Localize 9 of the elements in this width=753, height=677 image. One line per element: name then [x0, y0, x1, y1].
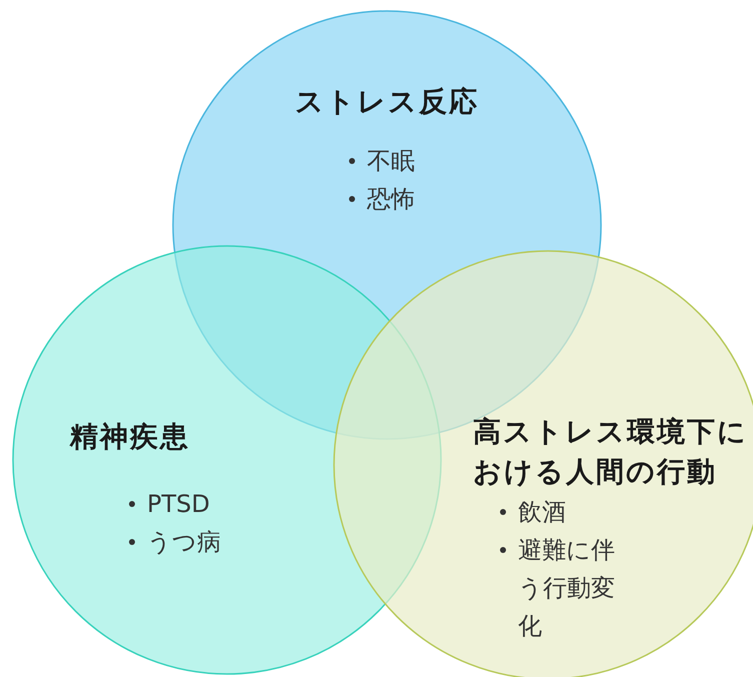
list-item: 不眠: [367, 146, 415, 177]
circle-heading: 精神疾患: [70, 419, 191, 455]
list-item: 避難に伴う行動変化: [518, 535, 616, 642]
list-item: 恐怖: [367, 184, 415, 215]
circle-heading: 高ストレス環境下における人間の行動: [473, 414, 749, 490]
list-item: うつ病: [147, 527, 221, 558]
list-item: 飲酒: [518, 497, 566, 528]
circle-heading: ストレス反応: [294, 84, 480, 120]
list-item: PTSD: [147, 489, 210, 520]
